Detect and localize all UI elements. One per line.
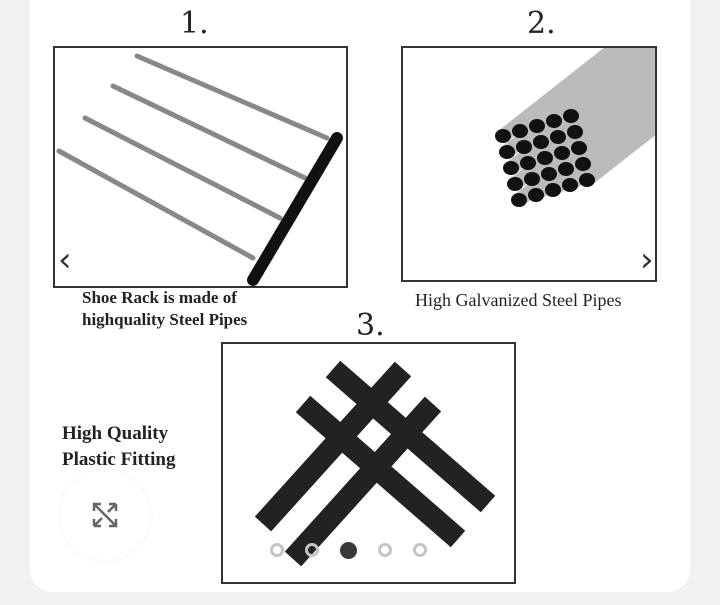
pipe-end [558,162,574,176]
pipe-end [541,167,557,181]
pagination-dot[interactable] [413,543,427,557]
expand-button[interactable] [60,470,150,560]
pipe-end [520,156,536,170]
expand-icon [92,502,118,528]
chevron-left-icon[interactable]: ‹ [58,240,72,280]
pipe-end [575,157,591,171]
panel-1-number: 1. [180,6,209,41]
pipe-end [507,177,523,191]
steel-pipes-image [401,0,720,282]
pipe-end [563,109,579,123]
pipe-end [562,178,578,192]
pipe-end [533,135,549,149]
pipe-end [516,140,532,154]
chevron-right-icon[interactable]: › [640,240,654,280]
carousel-pagination [270,542,427,559]
panel-2-caption: High Galvanized Steel Pipes [415,290,622,310]
panel-2-number: 2. [527,6,556,41]
pipe-end [546,114,562,128]
pipe-end [550,130,566,144]
pipe-end [511,193,527,207]
pipe-end [529,119,545,133]
pipe-end [537,151,553,165]
pagination-dot[interactable] [378,543,392,557]
pipe-end [512,124,528,138]
panel-3-number: 3. [356,308,385,343]
pipe-end [571,141,587,155]
pipe-end [495,129,511,143]
pipe-end [524,172,540,186]
pipe-end [579,173,595,187]
pipe-end [545,183,561,197]
pagination-dot[interactable] [305,543,319,557]
steel-rods-image [53,46,348,288]
pipe-end [503,161,519,175]
pipe-end [554,146,570,160]
pagination-dot-active[interactable] [340,542,357,559]
plastic-fitting-image [221,342,516,584]
pipe-end [567,125,583,139]
pipe-end [499,145,515,159]
pagination-dot[interactable] [270,543,284,557]
pipe-end [528,188,544,202]
